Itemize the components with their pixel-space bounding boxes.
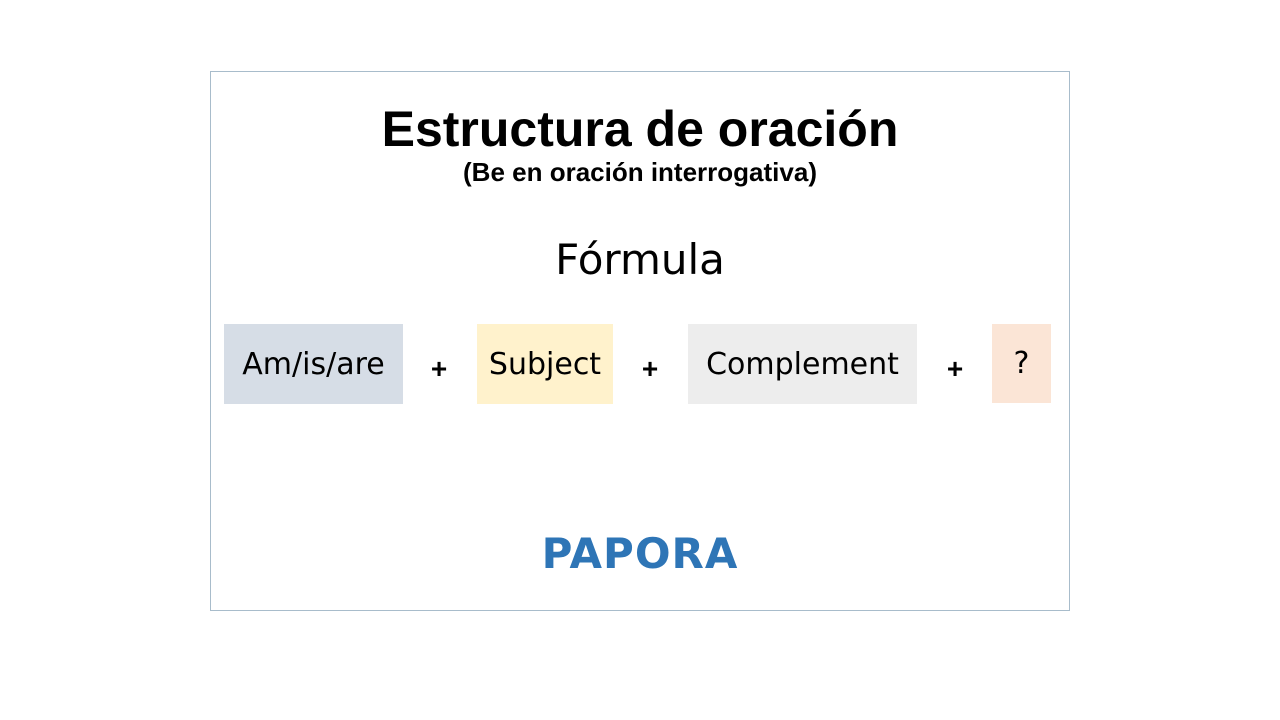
formula-box-question-mark: ?: [992, 324, 1051, 403]
formula-box-subject: Subject: [477, 324, 613, 404]
formula-heading: Fórmula: [555, 235, 725, 284]
slide-frame: Estructura de oración (Be en oración int…: [210, 71, 1070, 611]
papora-logo: PAPORA: [541, 529, 739, 578]
formula-box-verb: Am/is/are: [224, 324, 403, 404]
formula-box-complement: Complement: [688, 324, 917, 404]
slide-subtitle: (Be en oración interrogativa): [463, 157, 817, 187]
slide-title: Estructura de oración: [381, 101, 899, 157]
plus-sign: +: [641, 353, 659, 384]
plus-sign: +: [946, 353, 964, 384]
plus-sign: +: [430, 353, 448, 384]
